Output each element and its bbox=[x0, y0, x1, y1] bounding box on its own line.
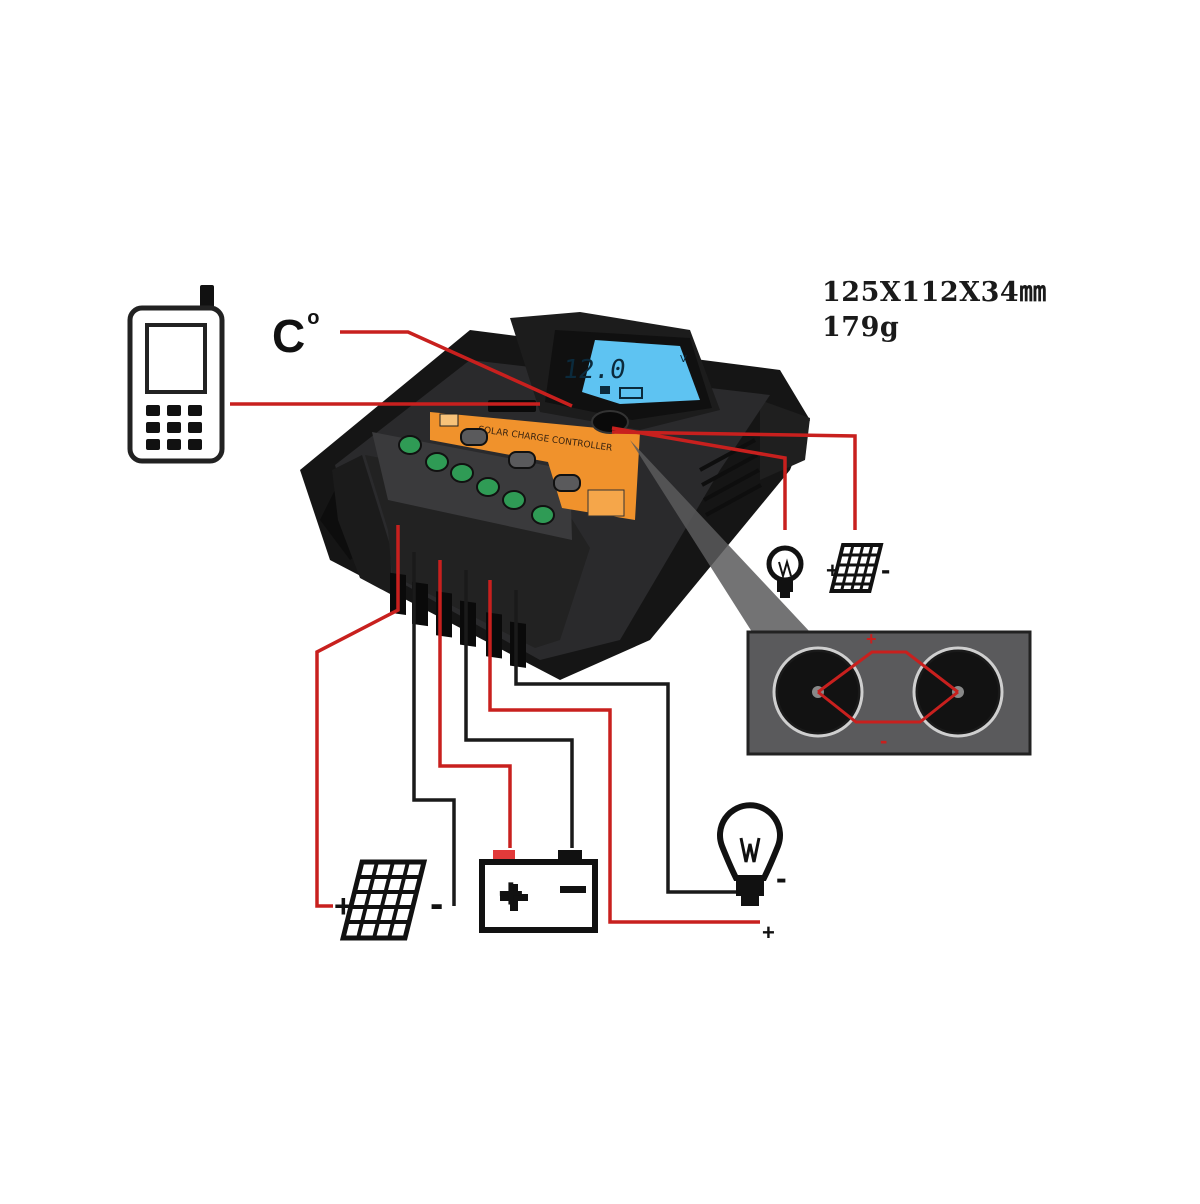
wire-battery-minus bbox=[464, 570, 574, 848]
wire-panel-plus bbox=[315, 525, 400, 908]
weight-spec: 179g bbox=[822, 312, 900, 343]
light-bulb-icon-large bbox=[717, 802, 783, 906]
control-buttons bbox=[460, 428, 581, 492]
small-panel-plus-sign: + bbox=[826, 558, 839, 583]
wire-load-plus bbox=[488, 580, 760, 924]
mobile-phone-icon bbox=[127, 285, 225, 464]
inset-plus-sign: + bbox=[866, 629, 877, 649]
load-minus-sign: - bbox=[776, 860, 787, 896]
wire-small-panel bbox=[611, 430, 857, 530]
inset-minus-sign: - bbox=[880, 728, 888, 753]
wire-temperature-sensor bbox=[340, 330, 573, 408]
panel-minus-sign: - bbox=[430, 882, 444, 926]
lcd-unit: V bbox=[680, 354, 687, 365]
terminal-indicator-leds bbox=[398, 435, 555, 525]
inset-connector-detail bbox=[746, 630, 1032, 756]
wiring bbox=[230, 330, 857, 924]
wire-battery-plus bbox=[438, 560, 512, 848]
wire-load-minus bbox=[514, 590, 738, 894]
battery-icon bbox=[479, 850, 598, 933]
light-bulb-icon-small bbox=[766, 545, 804, 598]
lcd-reading: 12.0 bbox=[561, 355, 628, 385]
inset-callout-pointer bbox=[630, 440, 810, 632]
solar-charge-controller: SOLAR CHARGE CONTROLLER 12.0 V bbox=[300, 312, 810, 680]
battery-plus-sign: + bbox=[498, 869, 524, 918]
wire-small-load bbox=[611, 426, 787, 530]
solar-panel-icon-small bbox=[829, 543, 884, 593]
panel-plus-sign: + bbox=[334, 888, 353, 924]
wire-panel-minus bbox=[412, 552, 456, 906]
solar-panel-icon-large bbox=[339, 859, 428, 941]
small-panel-minus-sign: - bbox=[881, 554, 891, 585]
dimensions-spec: 125X112X34㎜ bbox=[822, 277, 1047, 308]
lcd-screen: 12.0 V bbox=[561, 340, 700, 404]
load-plus-sign: + bbox=[762, 920, 775, 945]
